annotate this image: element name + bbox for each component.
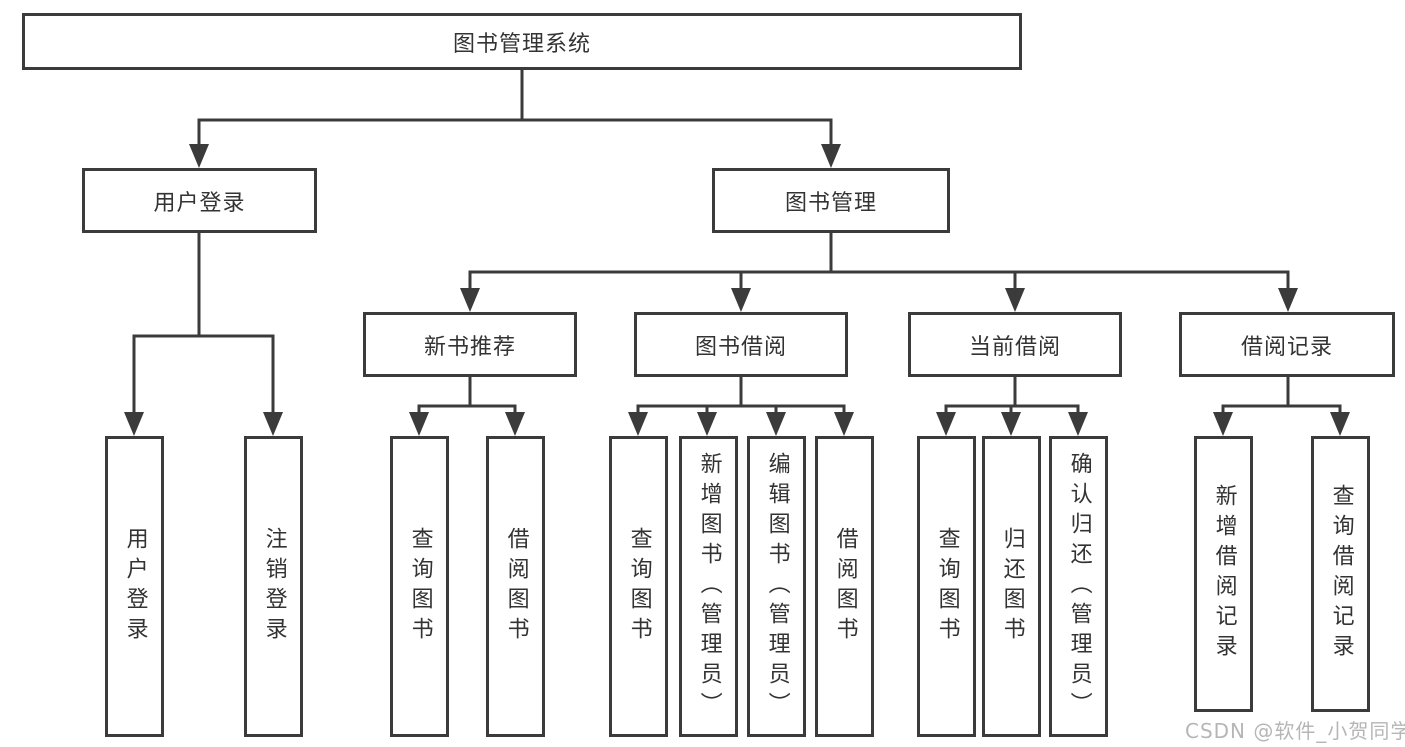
- leaf-query-books-borrowing: 查询图书: [609, 436, 668, 737]
- arrowhead: [834, 412, 854, 436]
- arrowhead: [1330, 412, 1350, 436]
- leaf-add-book-admin: 新增图书（管理员）: [679, 436, 738, 737]
- csdn-watermark: CSDN @软件_小贺同学: [1185, 719, 1405, 743]
- arrowhead: [1068, 412, 1088, 436]
- leaf-add-borrow-record: 新增借阅记录: [1194, 436, 1253, 712]
- leaf-borrow-books-recommend: 借阅图书: [486, 436, 545, 737]
- node-label: 新书推荐: [423, 334, 516, 360]
- node-label: 借阅记录: [1240, 334, 1333, 360]
- node-label: 当前借阅: [968, 334, 1061, 360]
- arrowhead: [1213, 412, 1233, 436]
- node-book-borrowing: 图书借阅: [634, 312, 848, 377]
- leaf-logout: 注销登录: [244, 436, 303, 737]
- arrowhead: [1278, 288, 1298, 312]
- connector-line: [417, 404, 517, 413]
- node-label: 编辑图书（管理员）: [764, 451, 790, 722]
- node-borrowing-records: 借阅记录: [1179, 312, 1395, 377]
- connector-line: [132, 334, 275, 413]
- node-label: 查询图书: [407, 526, 433, 647]
- node-label: 借阅图书: [832, 526, 858, 647]
- node-label: 确认归还（管理员）: [1066, 451, 1092, 722]
- arrowhead: [124, 412, 144, 436]
- node-user-login: 用户登录: [82, 168, 317, 233]
- node-label: 用户登录: [122, 526, 148, 647]
- arrowhead: [697, 412, 717, 436]
- arrowhead: [460, 288, 480, 312]
- node-label: 查询借阅记录: [1328, 484, 1354, 664]
- node-label: 图书借阅: [694, 334, 787, 360]
- node-book-management: 图书管理: [712, 168, 950, 233]
- arrowhead: [731, 288, 751, 312]
- leaf-borrow-books-borrowing: 借阅图书: [815, 436, 874, 737]
- arrowhead: [766, 412, 786, 436]
- arrowhead: [505, 412, 525, 436]
- arrowhead: [189, 144, 209, 168]
- leaf-query-borrow-record: 查询借阅记录: [1311, 436, 1370, 712]
- node-label: 新增图书（管理员）: [696, 451, 722, 722]
- node-current-borrowing: 当前借阅: [908, 312, 1122, 377]
- arrowhead-group: [124, 144, 1350, 436]
- arrowhead: [821, 144, 841, 168]
- node-label: 借阅图书: [503, 526, 529, 647]
- node-label: 新增借阅记录: [1211, 484, 1237, 664]
- node-label: 用户登录: [153, 190, 246, 216]
- leaf-confirm-return-admin: 确认归还（管理员）: [1049, 436, 1108, 737]
- leaf-edit-book-admin: 编辑图书（管理员）: [747, 436, 806, 737]
- leaf-query-books-recommend: 查询图书: [390, 436, 449, 737]
- node-label: 图书管理系统: [452, 31, 591, 57]
- node-label: 查询图书: [626, 526, 652, 647]
- connector-line: [1221, 404, 1342, 413]
- connector-line: [636, 404, 846, 413]
- node-library-management-system: 图书管理系统: [22, 13, 1022, 70]
- arrowhead: [1001, 412, 1021, 436]
- arrowhead: [409, 412, 429, 436]
- node-label: 查询图书: [934, 526, 960, 647]
- arrowhead: [263, 412, 283, 436]
- arrowhead: [936, 412, 956, 436]
- leaf-return-books: 归还图书: [982, 436, 1041, 737]
- node-label: 注销登录: [261, 526, 287, 647]
- node-new-book-recommend: 新书推荐: [363, 312, 577, 377]
- leaf-query-books-current: 查询图书: [917, 436, 976, 737]
- connector-line-group: [132, 70, 1342, 413]
- node-label: 图书管理: [784, 190, 877, 216]
- node-label: 归还图书: [999, 526, 1025, 647]
- leaf-user-login: 用户登录: [105, 436, 164, 737]
- connector-line: [197, 118, 833, 144]
- arrowhead: [628, 412, 648, 436]
- connector-line: [468, 270, 1290, 289]
- arrowhead: [1005, 288, 1025, 312]
